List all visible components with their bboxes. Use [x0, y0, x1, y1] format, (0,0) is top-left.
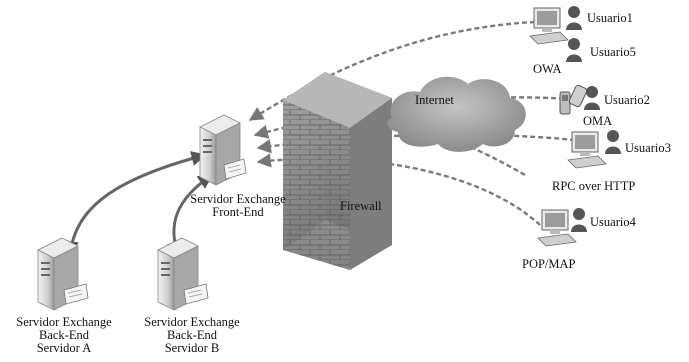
user2-icon: [584, 86, 600, 110]
front-end-label-line2: Front-End: [212, 205, 264, 219]
front-end-label-line1: Servidor Exchange: [190, 192, 286, 206]
rpc-label: RPC over HTTP: [552, 179, 636, 193]
pop-computer-icon: [537, 209, 577, 247]
user3-label: Usuario3: [625, 141, 671, 155]
owa-label: OWA: [533, 62, 562, 76]
back-end-a-label-line2: Back-End: [39, 328, 89, 342]
user4-icon: [571, 208, 587, 232]
pop-label: POP/MAP: [522, 257, 576, 271]
internet-label: Internet: [415, 93, 454, 107]
user5-icon: [566, 38, 582, 62]
oma-label: OMA: [583, 114, 613, 128]
back-end-b-label: Servidor Exchange Back-End Servidor B: [130, 316, 254, 355]
user1-icon: [566, 6, 582, 30]
back-end-a-label-line1: Servidor Exchange: [16, 315, 112, 329]
user4-label: Usuario4: [590, 215, 636, 229]
back-end-b-label-line3: Servidor B: [164, 341, 220, 355]
rpc-computer-icon: [567, 131, 607, 169]
oma-phone-icon: [559, 84, 588, 115]
front-end-server: [199, 114, 247, 186]
firewall-wall: [283, 72, 392, 270]
back-end-a-label: Servidor Exchange Back-End Servidor A: [2, 316, 126, 355]
back-end-b-label-line2: Back-End: [167, 328, 217, 342]
back-end-server-b: [157, 237, 209, 311]
user5-label: Usuario5: [590, 45, 636, 59]
back-end-server-a: [37, 237, 89, 311]
back-end-a-label-line3: Servidor A: [36, 341, 92, 355]
user1-label: Usuario1: [587, 11, 633, 25]
user3-icon: [605, 130, 621, 154]
owa-computer-icon: [529, 7, 569, 45]
front-end-label: Servidor Exchange Front-End: [188, 193, 288, 219]
internet-cloud: [387, 76, 526, 152]
user2-label: Usuario2: [604, 93, 650, 107]
back-end-b-label-line1: Servidor Exchange: [144, 315, 240, 329]
firewall-label: Firewall: [340, 199, 382, 213]
